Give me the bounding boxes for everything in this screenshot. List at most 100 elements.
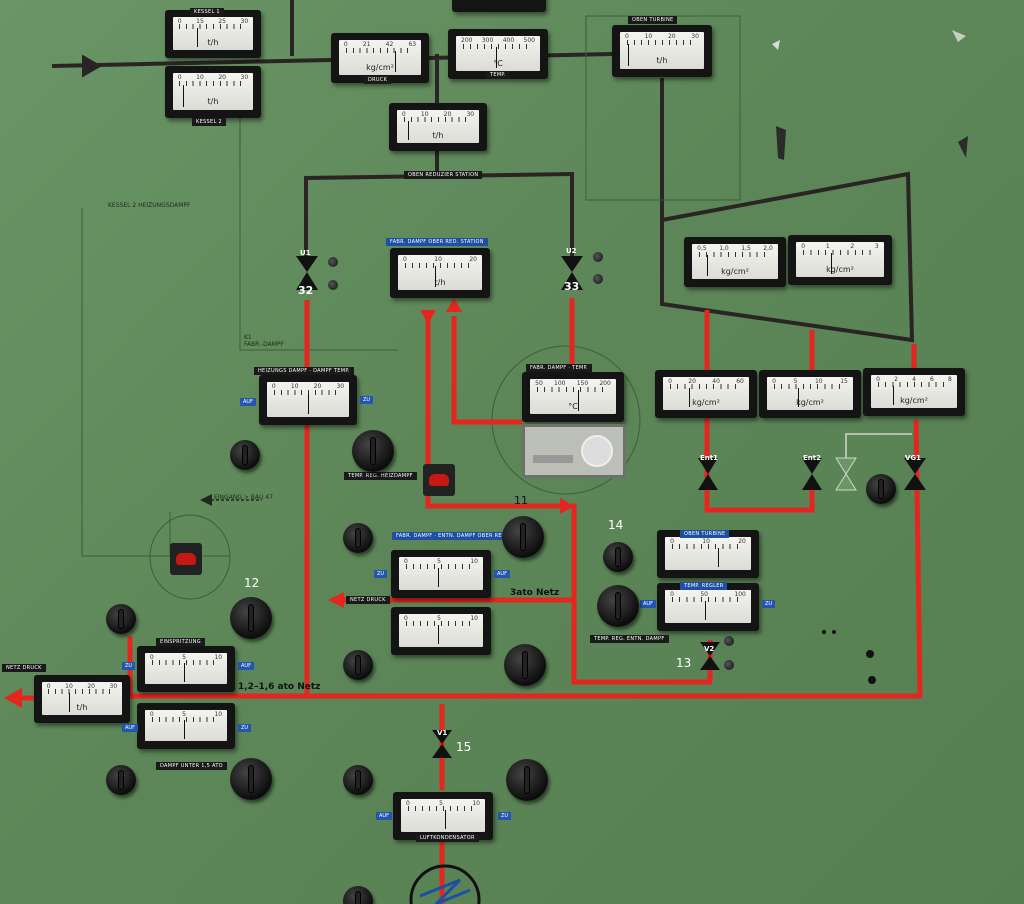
label-kessel-2-heizungsdampf: KESSEL 2 HEIZUNGSDAMPF	[108, 202, 191, 209]
selector-knob[interactable]	[106, 765, 136, 795]
label-1-2-ato-netz: 1,2–1,6 ato Netz	[238, 682, 321, 692]
indicator-light	[328, 257, 338, 267]
label-temp-reg-entn-dampf: TEMP. REG. ENTN. DAMPF	[590, 635, 669, 643]
indicator-light	[724, 636, 734, 646]
controller-knob[interactable]	[230, 758, 272, 800]
label-netz-druck-left: NETZ DRUCK	[2, 664, 46, 672]
valve-u1-number: 32	[298, 284, 314, 297]
meter-label-heizungs-dampf: HEIZUNGS DAMPF · DAMPF TEMP.	[254, 367, 354, 375]
tag-zu: ZU	[122, 662, 136, 670]
controller-knob[interactable]	[230, 597, 272, 639]
controller-knob[interactable]	[502, 516, 544, 558]
meter-label-kessel-2: KESSEL 2	[192, 118, 226, 126]
tag-auf: AUF	[122, 724, 138, 732]
setpoint-dial-icon[interactable]	[581, 435, 613, 467]
meter-label-oben-turbine-lower: OBEN TURBINE	[680, 530, 730, 538]
tag-zu: ZU	[762, 600, 776, 608]
meter-label-fabr-dampf-temp: FABR. DAMPF · TEMP.	[526, 364, 592, 372]
valve-v2-label: V2	[704, 645, 715, 653]
valve-ent1-label: Ent1	[700, 454, 718, 462]
controller-knob[interactable]	[352, 430, 394, 472]
valve-v1-label: V1	[437, 729, 448, 737]
controller-knob[interactable]	[597, 585, 639, 627]
indicator-light	[593, 274, 603, 284]
label-3ato-netz: 3ato Netz	[510, 588, 560, 598]
meter-label-fabr-dampf-entn: FABR. DAMPF · ENTN. DAMPF OBER RED.	[392, 532, 512, 540]
switch-handle[interactable]	[176, 553, 196, 565]
label-temp-reg-heizdampf: TEMP. REG. HEIZDAMPF	[344, 472, 417, 480]
selector-knob[interactable]	[866, 474, 896, 504]
switch-handle[interactable]	[429, 474, 449, 486]
tag-auf: AUF	[376, 812, 392, 820]
tag-zu: ZU	[498, 812, 512, 820]
valve-ent2-label: Ent2	[803, 454, 821, 462]
valve-u1-label: U1	[300, 249, 311, 257]
valve-u2-label: U2	[566, 247, 577, 255]
meter-label-druck: DRUCK	[364, 76, 392, 84]
number-11: 11	[514, 494, 528, 507]
tag-zu: ZU	[238, 724, 252, 732]
number-14: 14	[608, 518, 624, 532]
valve-u2-number: 33	[564, 280, 580, 293]
valve-vg1-label: VG1	[905, 454, 922, 462]
controller-buttons[interactable]	[533, 455, 573, 463]
selector-knob[interactable]	[106, 604, 136, 634]
selector-knob[interactable]	[343, 650, 373, 680]
meter-label-luftkondensator: LUFTKONDENSATOR	[416, 834, 479, 842]
number-12: 12	[244, 576, 260, 590]
tag-auf: AUF	[240, 398, 256, 406]
label-netz-druck-mid: NETZ DRUCK	[346, 596, 390, 604]
tag-auf: AUF	[640, 600, 656, 608]
selector-knob[interactable]	[343, 765, 373, 795]
meter-label-fabr-dampf-oben: FABR. DAMPF OBER RED. STATION	[386, 238, 488, 246]
tag-zu: ZU	[374, 570, 388, 578]
temperature-controller[interactable]	[522, 424, 626, 478]
label-eingang-bau: EINGANG > BAU 47	[214, 494, 273, 501]
tag-zu: ZU	[360, 396, 374, 404]
label-dampf-unten: DAMPF UNTER 1,5 ATO	[156, 762, 227, 770]
meter-label-oben-turbine-top: OBEN TURBINE	[628, 16, 678, 24]
selector-knob[interactable]	[603, 542, 633, 572]
valve-v1-number: 15	[456, 740, 472, 754]
meter-top-cut	[452, 0, 546, 12]
controller-knob[interactable]	[506, 759, 548, 801]
selector-knob[interactable]	[343, 886, 373, 904]
label-k1-fabr-dampf: K1 FABR.-DAMPF	[244, 334, 285, 348]
red-rotary-switch[interactable]	[170, 543, 202, 575]
tag-auf: AUF	[238, 662, 254, 670]
controller-knob[interactable]	[504, 644, 546, 686]
selector-knob[interactable]	[230, 440, 260, 470]
indicator-light	[593, 252, 603, 262]
indicator-light	[328, 280, 338, 290]
meter-label-einspritz-1: EINSPRITZUNG	[156, 638, 205, 646]
meter-label-temp-regler: TEMP. REGLER	[680, 582, 728, 590]
selector-knob[interactable]	[343, 523, 373, 553]
valve-v2-number: 13	[676, 656, 692, 670]
indicator-light	[724, 660, 734, 670]
red-rotary-switch[interactable]	[423, 464, 455, 496]
